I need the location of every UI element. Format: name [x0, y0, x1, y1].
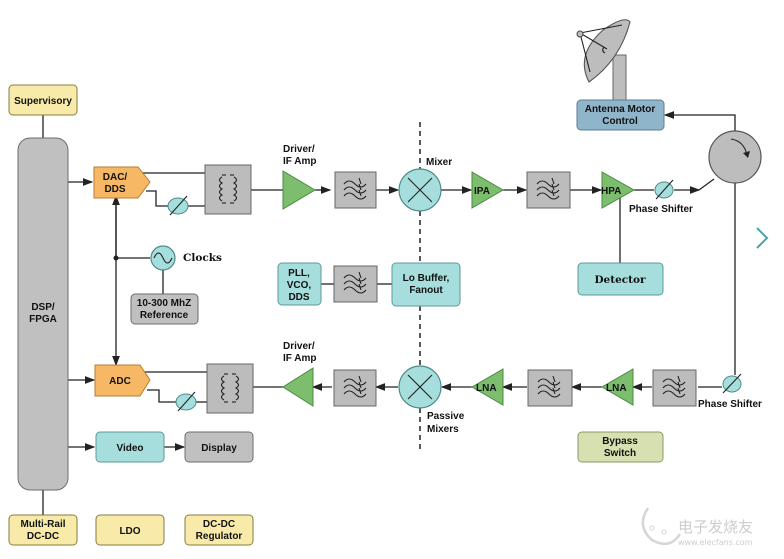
bypass-label-line2: Switch — [604, 448, 636, 459]
multirail-dcdc-block: Multi-Rail DC-DC — [8, 514, 78, 546]
lna-2-label: LNA — [606, 383, 627, 394]
reference-label-line1: 10-300 MhZ — [137, 298, 191, 309]
tx-driver-label-line2: IF Amp — [283, 156, 317, 167]
dac-phase-shifter — [167, 195, 189, 216]
satellite-dish-icon — [576, 19, 631, 101]
dac-label-line2: DDS — [104, 184, 125, 195]
pll-label-line2: VCO, — [287, 280, 312, 291]
dac-label-line1: DAC/ — [103, 172, 128, 183]
adc-block: ADC — [94, 364, 151, 397]
supervisory-label: Supervisory — [14, 96, 72, 107]
lo-filter — [333, 265, 378, 303]
rx-if-filter — [333, 369, 377, 407]
ipa-amp: IPA — [471, 171, 504, 209]
watermark-url: www.elecfans.com — [678, 538, 753, 547]
bypass-label-line1: Bypass — [602, 436, 638, 447]
wires — [42, 111, 736, 515]
detector-label: Detector — [594, 274, 646, 286]
rx-driver-label-line2: IF Amp — [283, 353, 317, 364]
tx-driver-label-line1: Driver/ — [283, 144, 315, 155]
display-block: Display — [184, 431, 254, 463]
pll-label-line1: PLL, — [288, 268, 310, 279]
ldo-block: LDO — [95, 514, 165, 546]
rx-driver-amp: Driver/ IF Amp — [282, 341, 317, 407]
reference-label-line2: Reference — [140, 310, 189, 321]
dac-dds-block: DAC/ DDS — [93, 166, 151, 199]
ldo-label: LDO — [119, 526, 140, 537]
rx-passive-mixer: Passive Mixers — [398, 365, 465, 435]
tx-phase-shifter-label: Phase Shifter — [629, 204, 693, 215]
tx-if-filter — [334, 171, 377, 209]
pll-label-line3: DDS — [288, 292, 309, 303]
passive-mixers-label-line2: Mixers — [427, 424, 459, 435]
lo-buffer-label-line1: Lo Buffer, — [403, 273, 450, 284]
next-slide-button[interactable] — [752, 222, 776, 254]
chevron-right-icon — [756, 227, 769, 249]
watermark: 电子发烧友 www.elecfans.com — [641, 507, 753, 547]
rx-balun-transformer — [206, 363, 254, 414]
dcdc-label-line1: DC-DC — [203, 519, 235, 530]
video-label: Video — [116, 443, 143, 454]
antenna-motor-label-line2: Control — [602, 116, 638, 127]
hpa-amp: HPA — [601, 171, 636, 209]
lna-1-label: LNA — [476, 383, 497, 394]
dcdc-label-line2: Regulator — [196, 531, 243, 542]
multirail-label-line1: Multi-Rail — [21, 519, 66, 530]
tx-rf-filter — [526, 171, 571, 209]
lna-1-amp: LNA — [471, 368, 504, 406]
bypass-switch-block: Bypass Switch — [577, 431, 664, 463]
detector-block: Detector — [577, 262, 664, 296]
clocks-label: Clocks — [183, 252, 222, 264]
tx-mixer: Mixer — [398, 157, 452, 212]
video-block: Video — [95, 431, 165, 463]
adc-phase-shifter — [175, 391, 197, 412]
antenna-motor-label-line1: Antenna Motor — [585, 104, 656, 115]
adc-label: ADC — [109, 376, 131, 387]
rx-preselect-filter — [652, 369, 697, 407]
mixer-label: Mixer — [426, 157, 452, 168]
tx-balun-transformer — [204, 164, 252, 215]
reference-block: 10-300 MhZ Reference — [130, 293, 199, 325]
lo-buffer-label-line2: Fanout — [409, 285, 443, 296]
rx-phase-shifter-label: Phase Shifter — [698, 399, 762, 410]
rx-phase-shifter: Phase Shifter — [698, 373, 762, 410]
watermark-brand: 电子发烧友 — [678, 518, 753, 536]
antenna-motor-control-block: Antenna Motor Control — [576, 99, 665, 131]
display-label: Display — [201, 443, 237, 454]
lna-2-amp: LNA — [601, 368, 634, 406]
tx-driver-amp: Driver/ IF Amp — [282, 144, 317, 210]
circulator — [708, 130, 762, 184]
pll-vco-dds-block: PLL, VCO, DDS — [277, 262, 322, 306]
passive-mixers-label-line1: Passive — [427, 411, 465, 422]
tx-phase-shifter: Phase Shifter — [629, 179, 693, 215]
dsp-fpga-label-line1: DSP/ — [31, 302, 55, 313]
hpa-label: HPA — [601, 186, 621, 197]
multirail-label-line2: DC-DC — [27, 531, 59, 542]
rx-rf-filter — [527, 369, 573, 407]
supervisory-block: Supervisory — [8, 84, 78, 116]
rx-driver-label-line1: Driver/ — [283, 341, 315, 352]
ipa-label: IPA — [474, 186, 490, 197]
dsp-fpga-block: DSP/ FPGA — [17, 137, 69, 491]
dsp-fpga-label-line2: FPGA — [29, 314, 57, 325]
clock-oscillator: Clocks — [150, 245, 222, 271]
dcdc-regulator-block: DC-DC Regulator — [184, 514, 254, 546]
lo-buffer-fanout-block: Lo Buffer, Fanout — [391, 262, 461, 307]
